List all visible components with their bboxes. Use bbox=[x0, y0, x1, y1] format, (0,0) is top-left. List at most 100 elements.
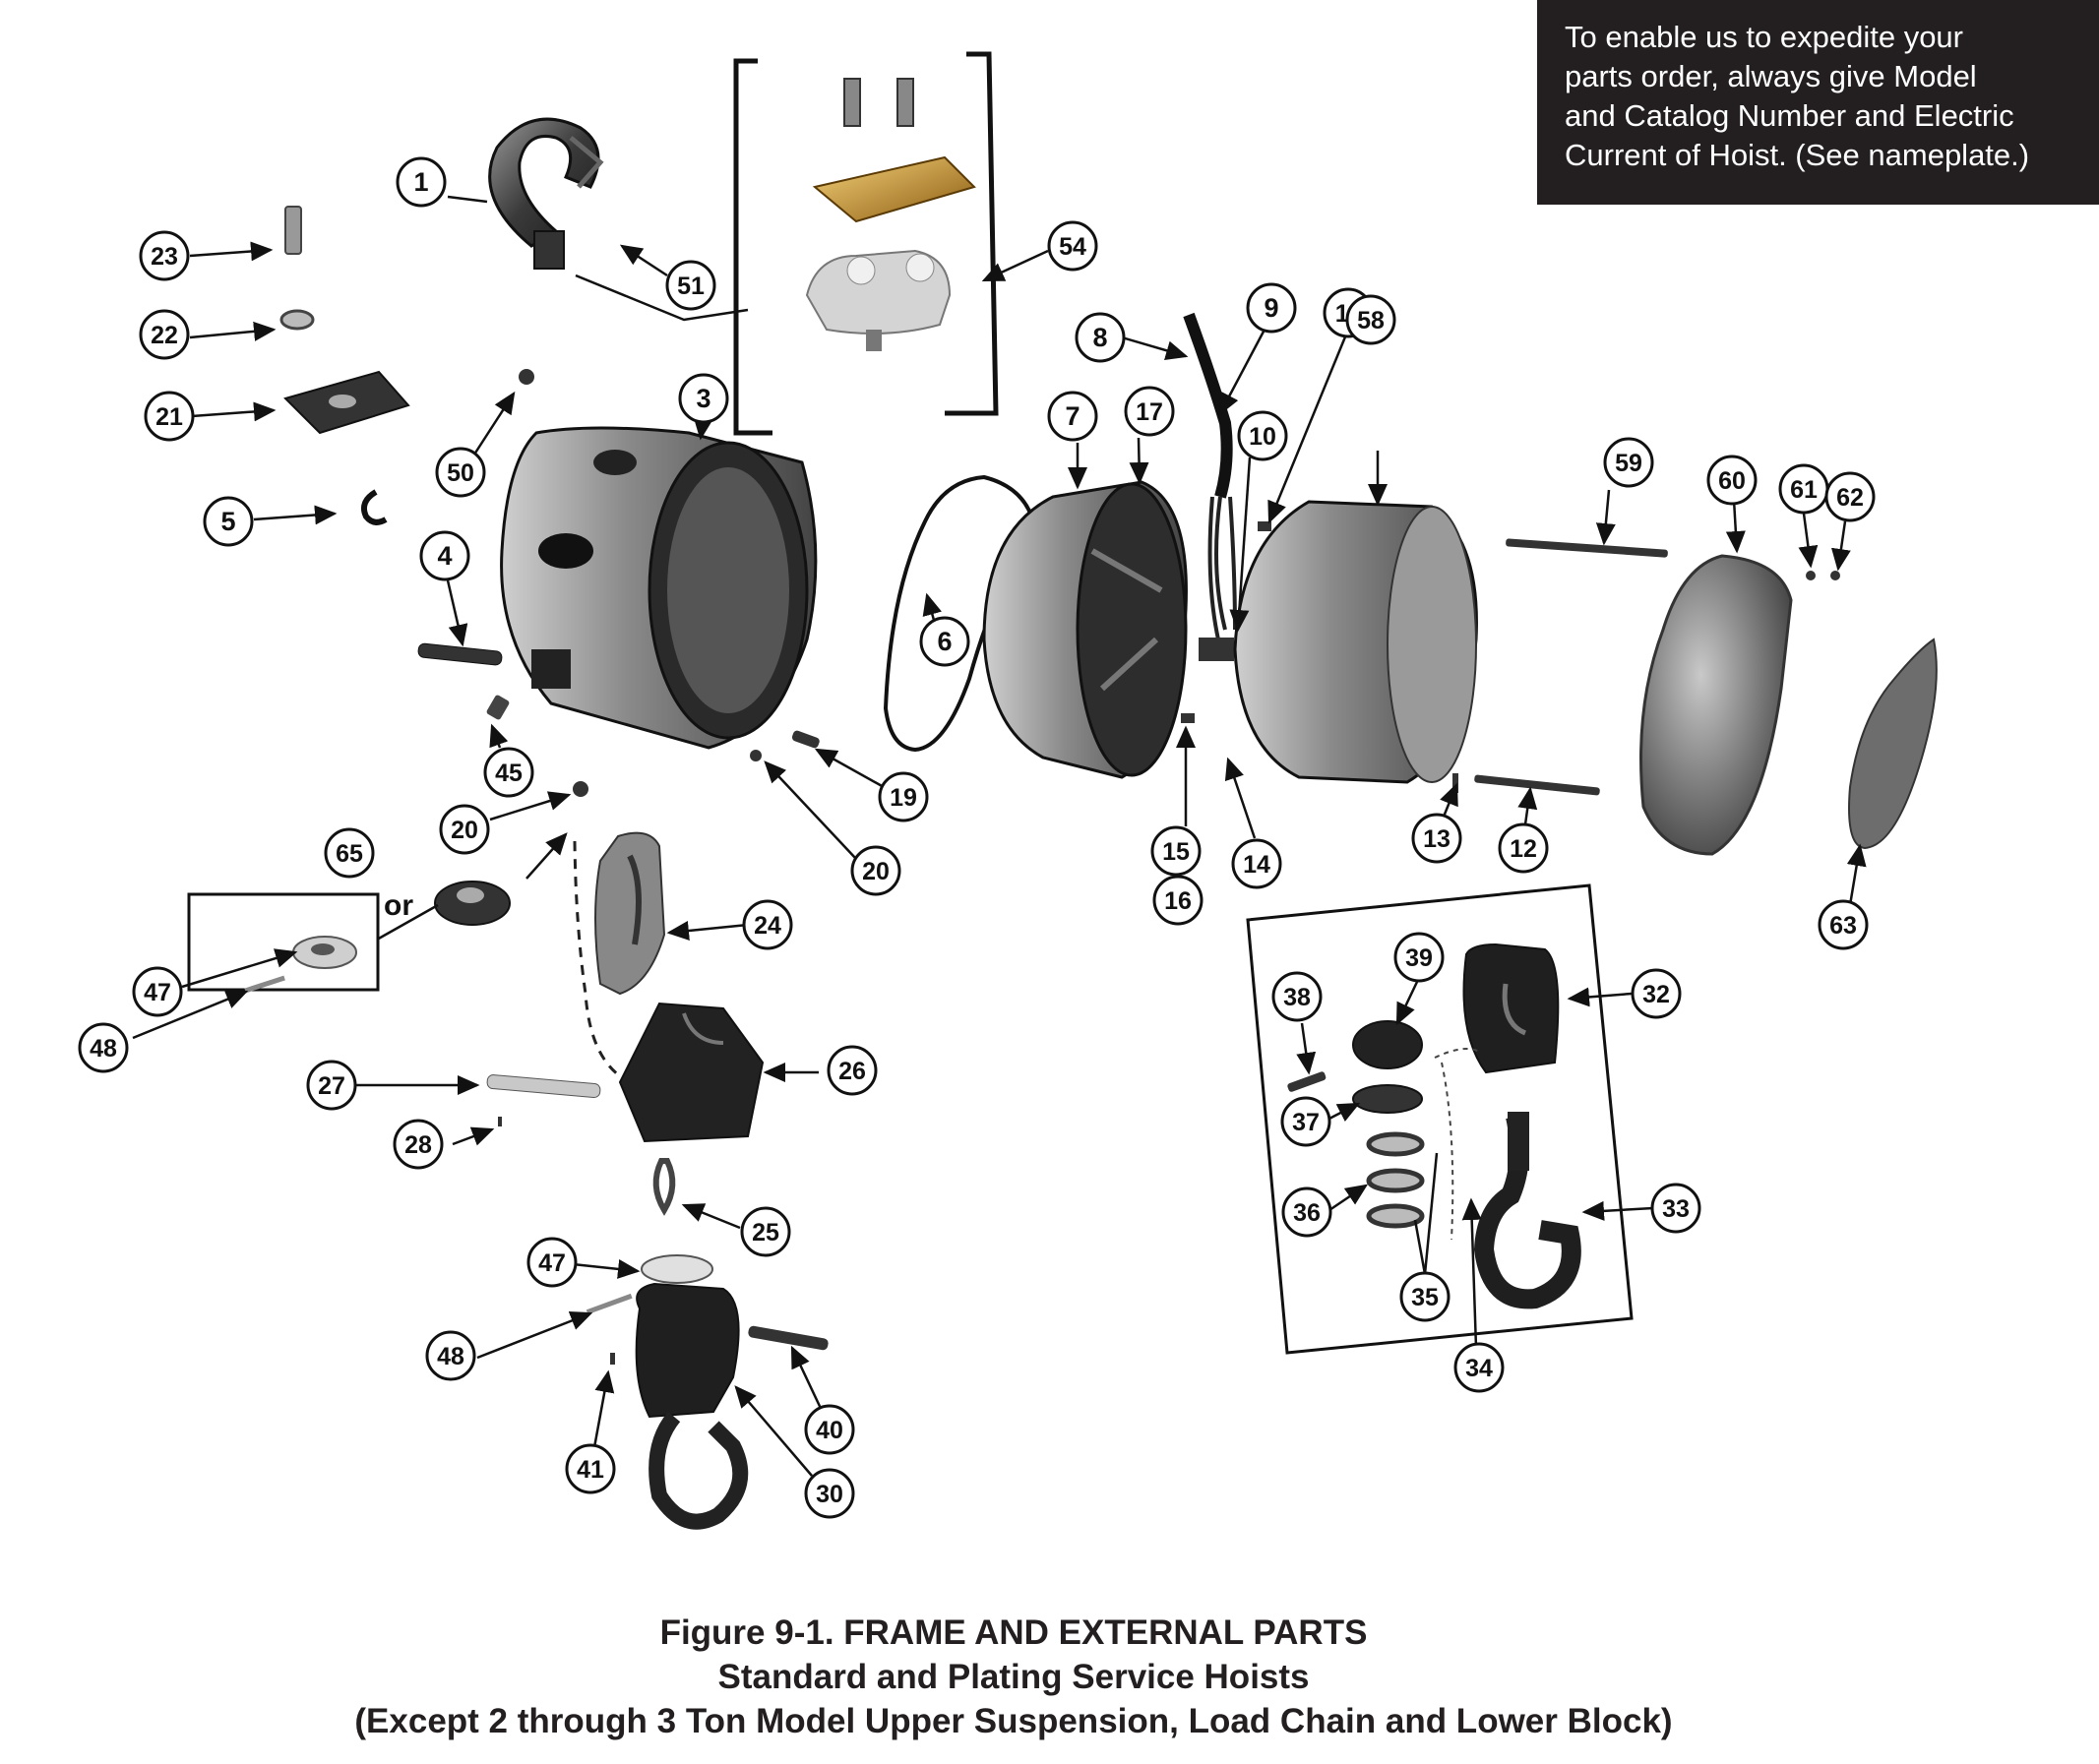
callout-circle bbox=[1706, 455, 1758, 506]
callout-30: 30 bbox=[804, 1468, 855, 1519]
callout-63: 63 bbox=[1818, 899, 1869, 950]
callout-45: 45 bbox=[483, 747, 534, 798]
notice-line-1: To enable us to expedite your bbox=[1565, 20, 1963, 54]
callout-number: 50 bbox=[447, 459, 474, 487]
callout-number: 21 bbox=[155, 403, 183, 431]
callout-9: 9 bbox=[1246, 282, 1297, 334]
callout-circle bbox=[1271, 971, 1323, 1022]
lockwasher-22 bbox=[279, 309, 315, 331]
callout-number: 28 bbox=[404, 1131, 432, 1159]
pin-48 bbox=[586, 1293, 633, 1315]
callout-circle bbox=[132, 966, 183, 1017]
load-block-26 bbox=[618, 1002, 765, 1143]
callout-number: 32 bbox=[1642, 981, 1670, 1008]
callout-33: 33 bbox=[1650, 1183, 1701, 1234]
motor-cover bbox=[1233, 500, 1478, 784]
callout-19: 19 bbox=[878, 771, 929, 822]
callout-34: 34 bbox=[1453, 1342, 1505, 1393]
suspension-bracket-group bbox=[733, 51, 999, 436]
callout-26: 26 bbox=[827, 1045, 878, 1096]
callout-24: 24 bbox=[742, 899, 793, 950]
alternate-part-box bbox=[187, 892, 380, 992]
callout-number: 30 bbox=[816, 1481, 843, 1508]
callout-15: 15 bbox=[1150, 825, 1202, 877]
callout-circle bbox=[1399, 1271, 1451, 1322]
callout-62: 62 bbox=[1824, 471, 1876, 522]
callout-circle bbox=[144, 391, 195, 442]
wires-10 bbox=[1207, 496, 1237, 640]
callout-number: 20 bbox=[451, 817, 478, 844]
callout-circle bbox=[439, 804, 490, 855]
callout-number: 47 bbox=[538, 1249, 566, 1277]
callout-circle bbox=[483, 747, 534, 798]
callout-circle bbox=[324, 827, 375, 879]
callout-circle bbox=[850, 845, 901, 896]
callout-number: 35 bbox=[1411, 1284, 1439, 1311]
callout-40: 40 bbox=[804, 1404, 855, 1455]
part-20b bbox=[573, 781, 588, 797]
callout-circle bbox=[1411, 813, 1462, 864]
callout-circle bbox=[919, 616, 970, 667]
callout-38: 38 bbox=[1271, 971, 1323, 1022]
callout-27: 27 bbox=[306, 1060, 357, 1111]
callout-5: 5 bbox=[203, 496, 254, 547]
callout-number: 34 bbox=[1465, 1355, 1493, 1382]
callout-circle bbox=[78, 1022, 129, 1073]
callout-65: 65 bbox=[324, 827, 375, 879]
callout-22: 22 bbox=[139, 309, 190, 360]
part-62 bbox=[1830, 571, 1840, 580]
callout-14: 14 bbox=[1231, 838, 1282, 889]
callout-number: 39 bbox=[1405, 944, 1433, 972]
callout-number: 36 bbox=[1293, 1199, 1321, 1227]
part-61 bbox=[1806, 571, 1816, 580]
callout-circle bbox=[419, 530, 470, 581]
callout-circle bbox=[827, 1045, 878, 1096]
pin-40 bbox=[748, 1325, 829, 1351]
callout-circle bbox=[1231, 838, 1282, 889]
callout-circle bbox=[1453, 1342, 1505, 1393]
callout-23: 23 bbox=[139, 230, 190, 281]
callout-circle bbox=[435, 447, 486, 498]
part-39 bbox=[1352, 1020, 1423, 1069]
callout-circle bbox=[1345, 294, 1396, 345]
callout-number: 6 bbox=[937, 627, 952, 656]
pin-48-alt bbox=[244, 975, 285, 994]
callout-circle bbox=[139, 309, 190, 360]
callout-number: 40 bbox=[816, 1417, 843, 1444]
part-19 bbox=[791, 730, 820, 749]
callout-number: 48 bbox=[437, 1343, 464, 1370]
callout-17: 17 bbox=[1124, 386, 1175, 437]
callout-circle bbox=[1281, 1186, 1332, 1238]
callout-circle bbox=[203, 496, 254, 547]
callout-28: 28 bbox=[393, 1119, 444, 1170]
callout-circle bbox=[425, 1330, 476, 1381]
callout-circle bbox=[1047, 391, 1098, 442]
chain-guide-24 bbox=[594, 831, 666, 996]
callout-circle bbox=[804, 1404, 855, 1455]
callout-circle bbox=[1237, 410, 1288, 461]
callout-16: 16 bbox=[1152, 875, 1204, 926]
callout-number: 3 bbox=[696, 384, 710, 413]
callout-13: 13 bbox=[1411, 813, 1462, 864]
bearing-47 bbox=[641, 1254, 713, 1284]
callout-10: 10 bbox=[1237, 410, 1288, 461]
callout-number: 5 bbox=[220, 507, 235, 536]
callout-47: 47 bbox=[526, 1237, 578, 1288]
callout-circle bbox=[1631, 968, 1682, 1019]
callout-41: 41 bbox=[565, 1443, 616, 1494]
callout-36: 36 bbox=[1281, 1186, 1332, 1238]
callout-circle bbox=[1124, 386, 1175, 437]
callout-circle bbox=[1150, 825, 1202, 877]
callout-number: 61 bbox=[1790, 476, 1818, 504]
callout-circle bbox=[878, 771, 929, 822]
callout-number: 47 bbox=[144, 979, 171, 1006]
pin-27 bbox=[486, 1074, 601, 1099]
callout-circle bbox=[139, 230, 190, 281]
callout-number: 9 bbox=[1264, 293, 1278, 323]
callout-35: 35 bbox=[1399, 1271, 1451, 1322]
callout-48: 48 bbox=[425, 1330, 476, 1381]
lower-hook-30 bbox=[635, 1282, 749, 1530]
callout-number: 14 bbox=[1243, 851, 1270, 879]
callout-25: 25 bbox=[740, 1206, 791, 1257]
